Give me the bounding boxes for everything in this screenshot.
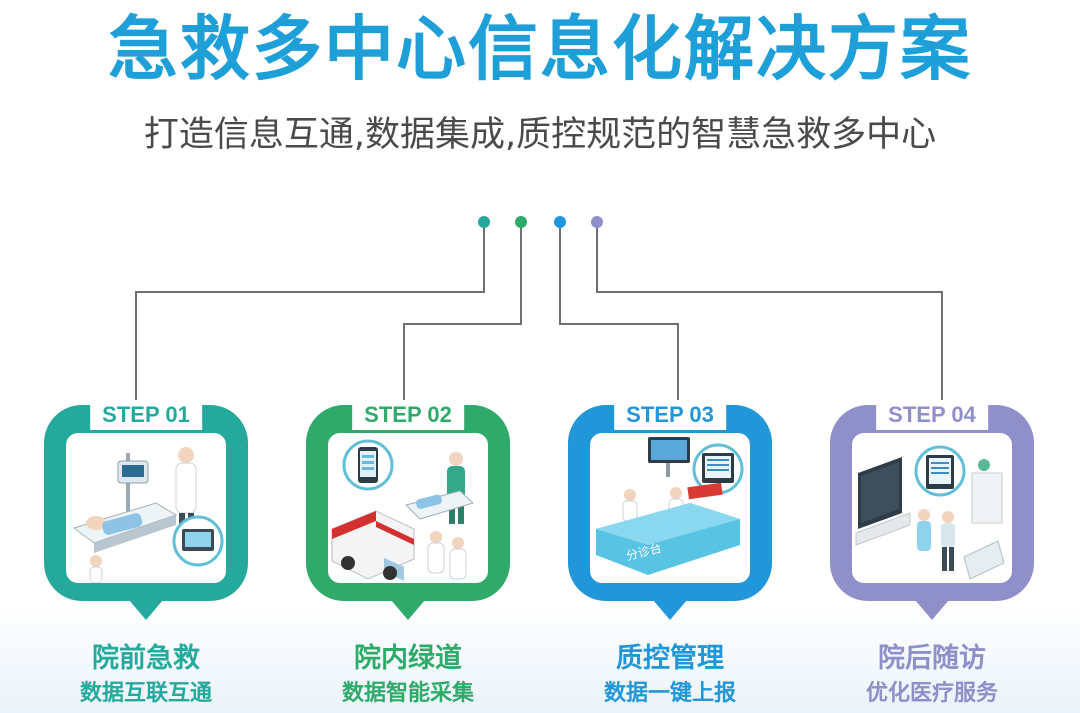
- followup-living-room-icon: [855, 445, 1005, 580]
- step-title-2: 院内绿道: [354, 643, 462, 674]
- step-title-4: 院后随访: [878, 643, 986, 674]
- ambulance-bed-scene-icon: [72, 447, 224, 583]
- ambulance-green-channel-icon: [331, 439, 474, 581]
- connector-line-3: [559, 224, 679, 400]
- step-illustration-panel: [852, 433, 1012, 583]
- step-subtitle-3: 数据一键上报: [603, 681, 736, 706]
- step-title-1: 院前急救: [92, 643, 200, 674]
- step-illustration-panel: [66, 433, 226, 583]
- step-tag: STEP 04: [876, 400, 988, 430]
- connector-dot-4: [591, 216, 603, 228]
- connector-dot-1: [478, 216, 490, 228]
- triage-desk-icon: 分诊台: [596, 437, 744, 575]
- card-pointer: [129, 600, 163, 620]
- page-title: 急救多中心信息化解决方案: [108, 8, 972, 90]
- connector-line-2: [403, 224, 522, 400]
- step-tag: STEP 01: [90, 400, 202, 430]
- connector-line-1: [135, 224, 485, 400]
- bottom-background-glow: [0, 603, 1080, 713]
- step-card-4: STEP 04: [830, 400, 1034, 620]
- connector-line-4: [596, 224, 943, 400]
- step-card-2: STEP 02: [306, 400, 510, 620]
- step-card-1: STEP 01: [44, 400, 248, 620]
- card-pointer: [915, 600, 949, 620]
- step-title-3: 质控管理: [616, 643, 724, 674]
- connector-dot-3: [554, 216, 566, 228]
- step-subtitle-1: 数据互联互通: [79, 681, 212, 706]
- step-tag: STEP 03: [614, 400, 726, 430]
- step-subtitle-2: 数据智能采集: [341, 681, 474, 706]
- step-illustration-panel: 分诊台: [590, 433, 750, 583]
- step-card-3: 分诊台 STEP 03: [568, 400, 772, 620]
- step-tag: STEP 02: [352, 400, 464, 430]
- page-subtitle: 打造信息互通,数据集成,质控规范的智慧急救多中心: [143, 115, 937, 155]
- step-subtitle-4: 优化医疗服务: [865, 681, 998, 706]
- card-pointer: [653, 600, 687, 620]
- connector-dot-2: [515, 216, 527, 228]
- step-illustration-panel: [328, 433, 488, 583]
- card-pointer: [391, 600, 425, 620]
